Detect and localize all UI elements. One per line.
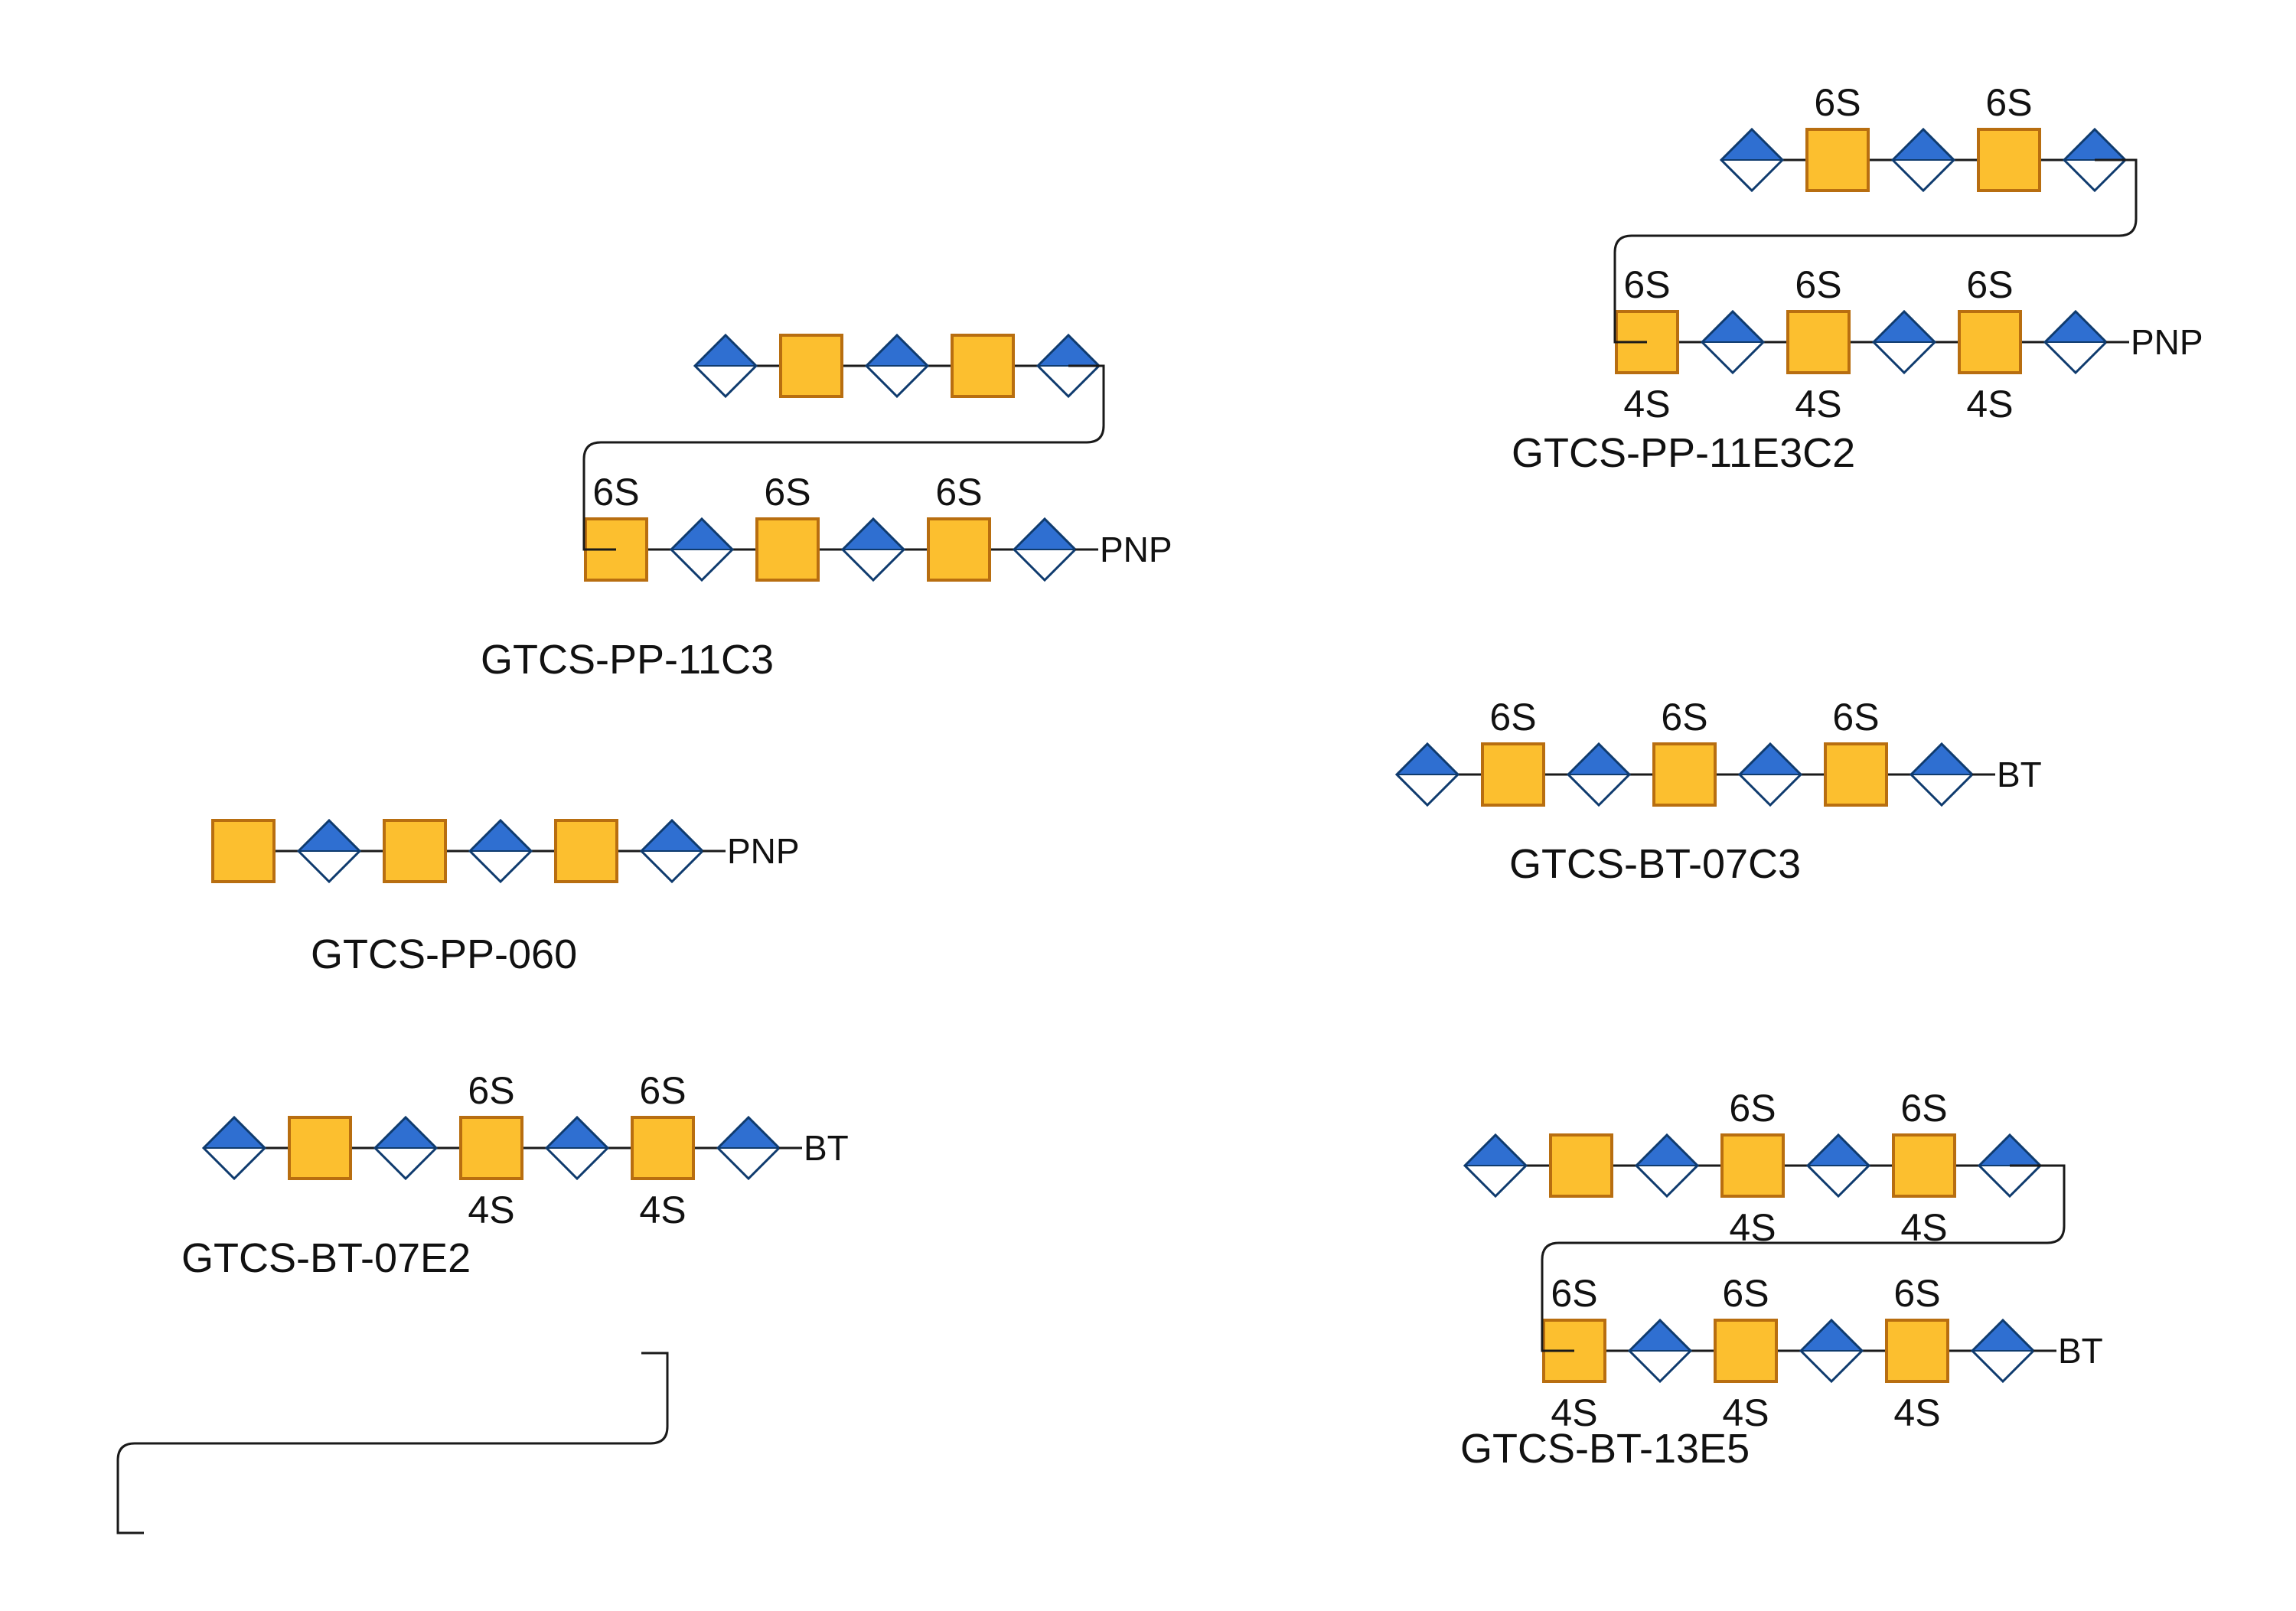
- galnac-square-icon: [1549, 1133, 1613, 1198]
- terminal-group-label: BT: [804, 1128, 849, 1168]
- glycan-structure: 6S 6S 6S PNP GTCS-PP-11C3: [481, 333, 1172, 683]
- sulfate-6s-label: 6S: [1814, 81, 1861, 124]
- glycan-name-label: GTCS-PP-060: [311, 931, 577, 977]
- glca-diamond-icon: [1700, 309, 1766, 375]
- sulfate-4s-label: 4S: [639, 1189, 686, 1231]
- chain-fold-connector: [1541, 1164, 2066, 1352]
- galnac-square-icon: [631, 1116, 695, 1180]
- glycan-structure: PNP GTCS-PP-060: [211, 818, 800, 977]
- galnac-square-icon: [755, 517, 820, 582]
- glca-diamond-icon: [1890, 127, 1956, 193]
- galnac-square-icon: [1714, 1319, 1778, 1383]
- glca-diamond-icon: [1463, 1133, 1528, 1198]
- sulfate-6s-label: 6S: [1795, 263, 1841, 306]
- sulfate-6s-label: 6S: [1551, 1272, 1597, 1315]
- sulfate-6s-label: 6S: [468, 1069, 514, 1112]
- sulfate-6s-label: 6S: [764, 471, 810, 514]
- galnac-square-icon: [1824, 742, 1888, 807]
- glca-diamond-icon: [716, 1115, 781, 1181]
- sulfate-4s-label: 4S: [468, 1189, 514, 1231]
- glycan-name-label: GTCS-BT-07C3: [1509, 841, 1801, 887]
- glca-diamond-icon: [1737, 742, 1803, 807]
- sulfate-4s-label: 4S: [1795, 383, 1841, 426]
- glycan-name-label: GTCS-BT-13E5: [1460, 1426, 1750, 1472]
- sulfate-4s-label: 4S: [1893, 1391, 1940, 1434]
- glca-diamond-icon: [639, 818, 705, 884]
- sulfate-6s-label: 6S: [1966, 263, 2013, 306]
- sulfate-6s-label: 6S: [1661, 696, 1707, 739]
- glycan-structure: 6S 4S 6S 4S BT GTCS-BT-07E2: [181, 1069, 849, 1281]
- glca-diamond-icon: [468, 818, 533, 884]
- galnac-square-icon: [1805, 128, 1870, 192]
- sulfate-4s-label: 4S: [1551, 1391, 1597, 1434]
- terminal-group-label: PNP: [1100, 530, 1172, 569]
- glca-diamond-icon: [1394, 742, 1460, 807]
- glca-diamond-icon: [201, 1115, 267, 1181]
- galnac-square-icon: [459, 1116, 523, 1180]
- galnac-square-icon: [554, 819, 618, 883]
- glca-diamond-icon: [864, 333, 930, 399]
- sulfate-4s-label: 4S: [1722, 1391, 1769, 1434]
- glca-diamond-icon: [1871, 309, 1937, 375]
- glca-diamond-icon: [1805, 1133, 1871, 1198]
- galnac-square-icon: [1892, 1133, 1956, 1198]
- glycan-structure: 6S 6S 6S BT GTCS-BT-07C3: [1394, 696, 2042, 887]
- sulfate-6s-label: 6S: [639, 1069, 686, 1112]
- glca-diamond-icon: [296, 818, 362, 884]
- galnac-square-icon: [1958, 310, 2022, 374]
- chain-fold-connector: [582, 364, 1105, 551]
- terminal-group-label: BT: [2058, 1331, 2103, 1371]
- galnac-square-icon: [951, 334, 1015, 398]
- stray-linker-connector: [116, 1352, 669, 1534]
- sulfate-6s-label: 6S: [1623, 263, 1670, 306]
- sulfate-6s-label: 6S: [1722, 1272, 1769, 1315]
- galnac-square-icon: [1720, 1133, 1785, 1198]
- sulfate-4s-label: 4S: [1966, 383, 2013, 426]
- glycan-name-label: GTCS-PP-11E3C2: [1512, 430, 1855, 476]
- glca-diamond-icon: [373, 1115, 439, 1181]
- glca-diamond-icon: [2043, 309, 2108, 375]
- glca-diamond-icon: [693, 333, 758, 399]
- glca-diamond-icon: [669, 517, 735, 582]
- sulfate-6s-label: 6S: [1489, 696, 1536, 739]
- terminal-group-label: BT: [1997, 755, 2042, 794]
- glca-diamond-icon: [840, 517, 906, 582]
- galnac-square-icon: [1652, 742, 1717, 807]
- glca-diamond-icon: [1799, 1318, 1864, 1384]
- sulfate-6s-label: 6S: [1900, 1087, 1947, 1130]
- galnac-square-icon: [211, 819, 276, 883]
- glycan-structure: 6S 6S 6S 4S 6S 4S 6S 4S PNP GTCS-PP-11E3C2: [1512, 81, 2203, 476]
- galnac-square-icon: [927, 517, 991, 582]
- sulfate-6s-label: 6S: [1729, 1087, 1776, 1130]
- terminal-group-label: PNP: [2131, 322, 2203, 362]
- glca-diamond-icon: [544, 1115, 610, 1181]
- galnac-square-icon: [1481, 742, 1545, 807]
- sulfate-6s-label: 6S: [1985, 81, 2032, 124]
- terminal-group-label: PNP: [727, 831, 800, 871]
- glycan-name-label: GTCS-PP-11C3: [481, 637, 774, 683]
- sulfate-6s-label: 6S: [592, 471, 639, 514]
- glca-diamond-icon: [1970, 1318, 2036, 1384]
- galnac-square-icon: [383, 819, 447, 883]
- sulfate-4s-label: 4S: [1623, 383, 1670, 426]
- galnac-square-icon: [779, 334, 843, 398]
- chain-fold-connector: [1613, 158, 2138, 344]
- glca-diamond-icon: [1627, 1318, 1693, 1384]
- galnac-square-icon: [1786, 310, 1851, 374]
- sulfate-6s-label: 6S: [935, 471, 982, 514]
- glca-diamond-icon: [1012, 517, 1078, 582]
- glca-diamond-icon: [1634, 1133, 1700, 1198]
- sulfate-6s-label: 6S: [1893, 1272, 1940, 1315]
- sulfate-6s-label: 6S: [1832, 696, 1879, 739]
- glca-diamond-icon: [1909, 742, 1975, 807]
- glca-diamond-icon: [1719, 127, 1785, 193]
- galnac-square-icon: [288, 1116, 352, 1180]
- glca-diamond-icon: [1566, 742, 1632, 807]
- galnac-square-icon: [1977, 128, 2041, 192]
- galnac-square-icon: [1885, 1319, 1949, 1383]
- glycan-name-label: GTCS-BT-07E2: [181, 1235, 471, 1281]
